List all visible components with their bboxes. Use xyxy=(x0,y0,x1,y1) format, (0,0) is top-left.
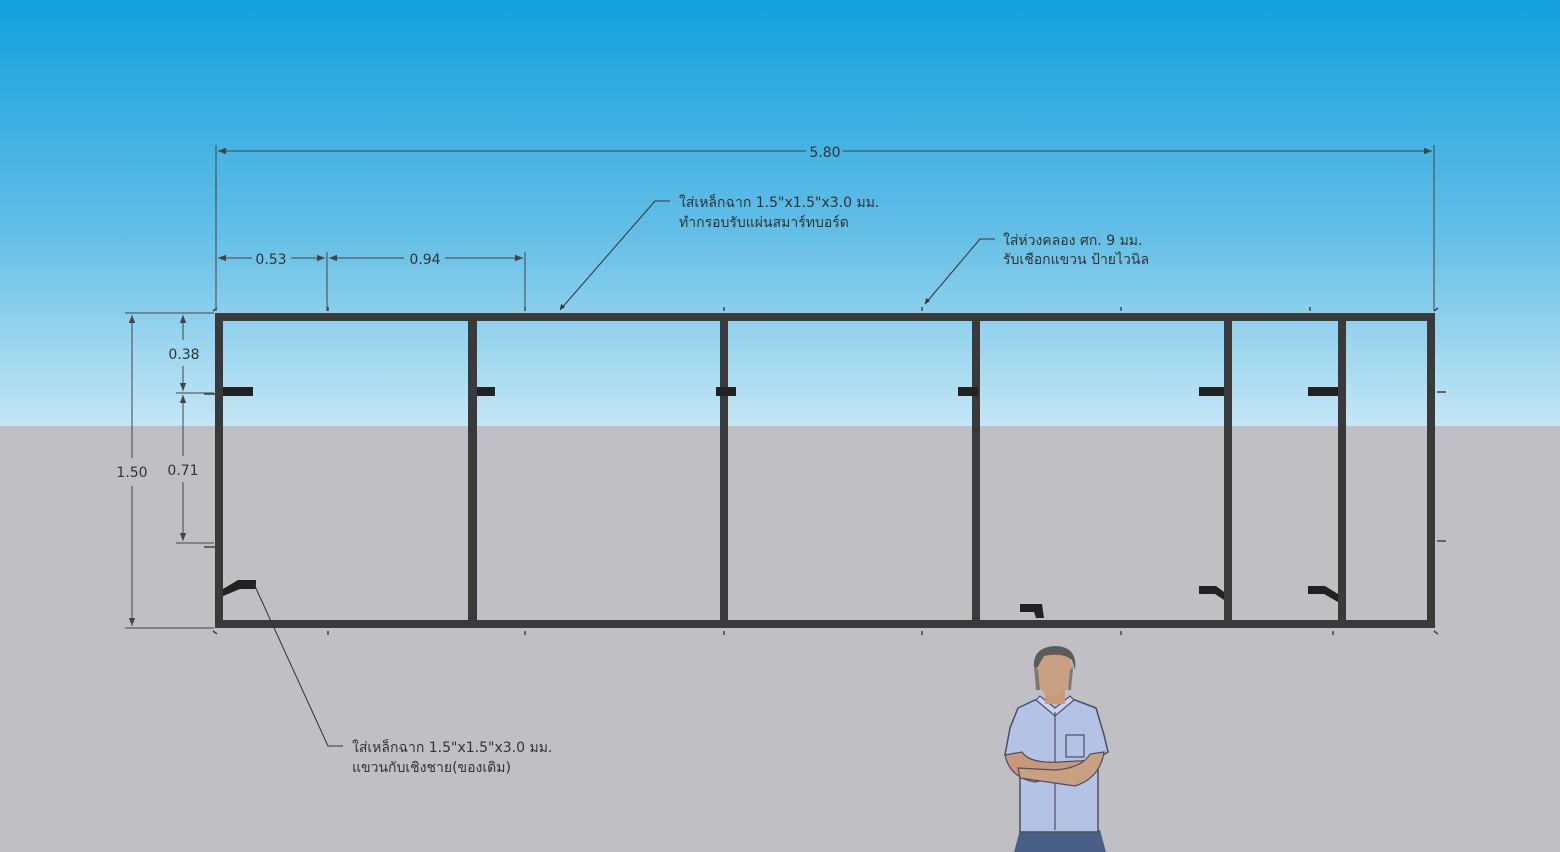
dimension-lines xyxy=(125,145,1435,629)
annotation-hanging-loops-line2: รับเชือกแขวน ป้ายไวนิล xyxy=(1003,251,1149,268)
dim-overall-height: 1.50 xyxy=(116,465,147,481)
post xyxy=(720,318,728,623)
leader-arrow xyxy=(560,304,565,310)
bracket xyxy=(716,387,736,396)
leader-lines xyxy=(253,200,995,747)
scale-figure-person xyxy=(1004,646,1109,852)
annotation-top-frame-line2: ทำกรอบรับแผ่นสมาร์ทบอร์ด xyxy=(679,214,849,231)
bracket xyxy=(1308,586,1338,602)
post xyxy=(215,313,223,628)
hook-marks xyxy=(204,307,1446,635)
annotation-top-frame-line1: ใส่เหล็กฉาก 1.5"x1.5"x3.0 มม. xyxy=(679,193,879,211)
bracket xyxy=(1020,604,1044,618)
dim-bay-1: 0.53 xyxy=(255,252,286,268)
angle-brackets xyxy=(223,387,1338,618)
bracket xyxy=(1199,387,1224,396)
bracket xyxy=(958,387,978,396)
post xyxy=(972,318,980,623)
annotation-hanging-loops-line1: ใส่ห่วงคลอง ศก. 9 มม. xyxy=(1003,232,1142,249)
sky xyxy=(0,0,1560,426)
leader-arrow xyxy=(925,298,930,304)
post xyxy=(1224,318,1232,623)
annotation-bottom-bracket-line2: แขวนกับเชิงชาย(ของเดิม) xyxy=(352,760,511,776)
dim-bay-2: 0.94 xyxy=(409,252,440,268)
bottom-rail xyxy=(215,620,1435,628)
dim-overall-width: 5.80 xyxy=(809,145,840,161)
bracket xyxy=(1199,586,1224,600)
bracket xyxy=(477,387,495,396)
bracket xyxy=(223,387,253,396)
bracket xyxy=(223,580,256,596)
post xyxy=(1338,318,1346,623)
post xyxy=(468,318,477,623)
annotation-bottom-bracket-line1: ใส่เหล็กฉาก 1.5"x1.5"x3.0 มม. xyxy=(352,738,552,756)
dim-top-offset: 0.38 xyxy=(168,347,199,363)
top-rail xyxy=(215,313,1435,321)
dim-bracket-spacing: 0.71 xyxy=(167,463,198,479)
bracket xyxy=(1308,387,1338,396)
steel-frame xyxy=(215,313,1435,628)
ground xyxy=(0,426,1560,852)
post xyxy=(1427,313,1435,628)
